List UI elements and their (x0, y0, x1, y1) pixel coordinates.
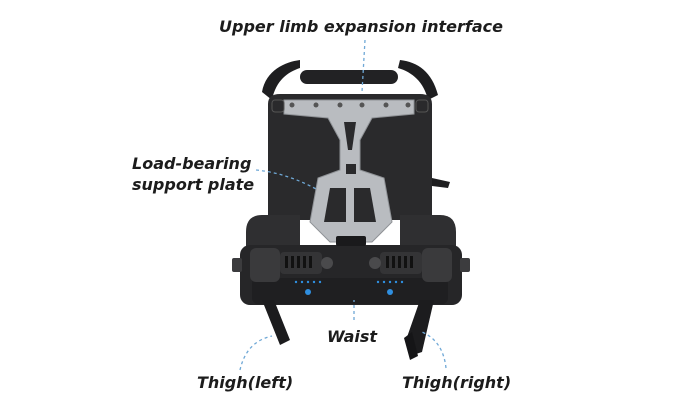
side-knob-right (460, 258, 470, 272)
metal-support-plate (283, 99, 415, 246)
label-support-plate-line2: support plate (132, 175, 255, 194)
led-right (387, 289, 393, 295)
actuator-left (250, 248, 333, 282)
actuator-right (369, 248, 452, 282)
leader-thigh-right (421, 331, 447, 369)
leader-lines (239, 39, 447, 371)
label-thigh-left: Thigh(left) (197, 373, 294, 392)
led-strip-right (376, 280, 404, 284)
label-support-plate-line1: Load-bearing (132, 154, 252, 173)
label-waist: Waist (327, 327, 378, 346)
shoulder-strap-left (262, 60, 300, 100)
leader-upper (361, 39, 366, 93)
bracket-left (271, 99, 285, 113)
side-strap-right (432, 178, 450, 188)
thigh-strap-left (262, 300, 290, 345)
leader-thigh-left (239, 335, 273, 371)
shoulder-strap-right (398, 60, 438, 100)
label-thigh-right: Thigh(right) (402, 373, 512, 392)
shoulder-handle (300, 70, 398, 84)
leader-plate (255, 169, 319, 191)
label-upper-limb-interface: Upper limb expansion interface (219, 17, 504, 36)
thigh-strap-right-end (404, 332, 418, 360)
waist-belt-lower (252, 278, 448, 304)
led-strip-left (294, 280, 322, 284)
led-left (305, 289, 311, 295)
label-support-plate: Load-bearing support plate (132, 153, 254, 195)
side-knob-left (232, 258, 242, 272)
bracket-right (415, 99, 429, 113)
